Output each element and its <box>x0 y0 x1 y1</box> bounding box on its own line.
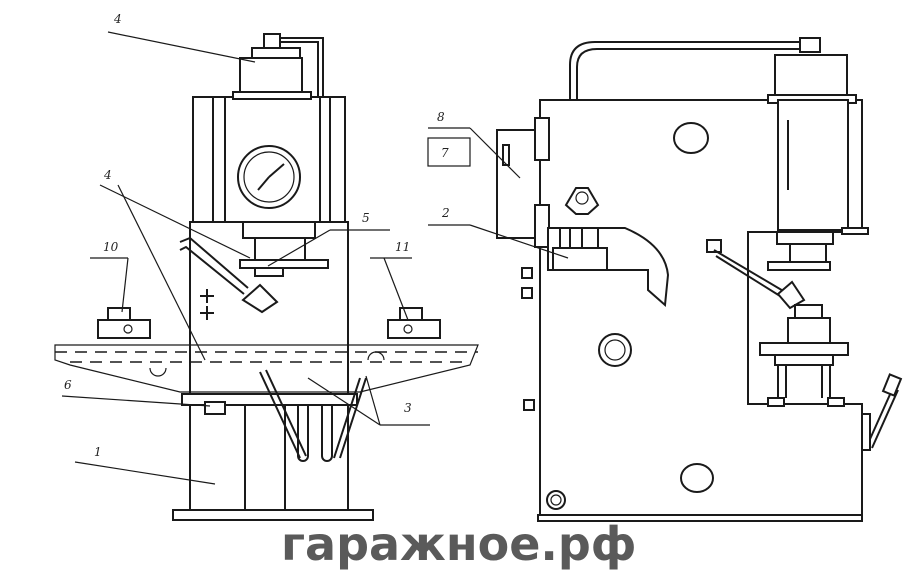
side-view <box>427 37 903 522</box>
label-1: 1 <box>94 445 102 459</box>
clamp-left <box>97 307 151 339</box>
front-view <box>54 31 479 521</box>
label-7: 7 <box>441 146 449 160</box>
label-8: 8 <box>437 110 445 124</box>
label-2: 2 <box>441 206 450 220</box>
leader-lines-right <box>427 127 569 259</box>
label-4-mid: 4 <box>103 168 112 182</box>
electrical-cabinet <box>496 129 541 239</box>
label-11: 11 <box>395 240 410 254</box>
callout-labels: 4 4 5 10 11 6 1 3 8 7 2 <box>64 12 450 459</box>
clamp-right <box>387 307 441 339</box>
watermark: гаражное.рф <box>281 517 636 571</box>
label-10: 10 <box>103 240 119 254</box>
label-3: 3 <box>404 401 412 415</box>
label-4-top: 4 <box>113 12 122 26</box>
label-5: 5 <box>362 211 370 225</box>
hole-bottom <box>680 463 714 493</box>
punch <box>241 283 279 314</box>
ram <box>242 221 316 239</box>
pressure-gauge <box>237 145 301 209</box>
leader-lines-left <box>61 31 430 485</box>
worktable-outline <box>54 344 479 393</box>
label-6: 6 <box>64 378 72 392</box>
pump-block <box>552 247 608 271</box>
die-set <box>787 317 831 345</box>
lower-column <box>189 404 349 511</box>
top-cap <box>263 33 281 49</box>
side-cylinder <box>774 54 848 101</box>
hole-top <box>673 122 709 154</box>
hole-middle <box>598 333 632 367</box>
